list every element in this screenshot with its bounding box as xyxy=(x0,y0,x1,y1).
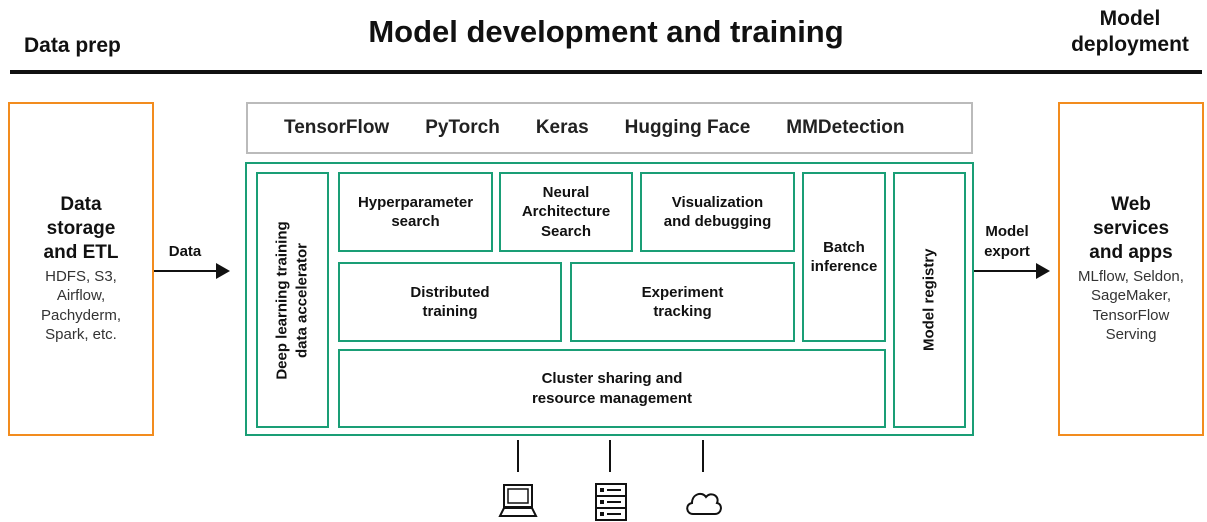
framework-hugging-face: Hugging Face xyxy=(624,117,751,138)
header-data-prep: Data prep xyxy=(24,34,121,57)
export-arrow-head xyxy=(1036,263,1050,279)
data-arrow-line xyxy=(154,270,218,272)
data-arrow-label: Data xyxy=(168,243,202,260)
model-registry-label: Model registry xyxy=(920,248,938,352)
data-storage-box: Data storage and ETL HDFS, S3, Airflow, … xyxy=(8,102,154,436)
server-connector xyxy=(609,440,611,472)
laptop-icon xyxy=(498,484,538,517)
data-arrow-head xyxy=(216,263,230,279)
framework-tensorflow: TensorFlow xyxy=(284,117,390,138)
data-accelerator-line2: data accelerator xyxy=(293,242,311,358)
framework-mmdetection: MMDetection xyxy=(786,117,905,138)
header-deployment-line1: Model xyxy=(1099,7,1161,30)
header-model-deployment: Model deployment xyxy=(1050,6,1207,57)
model-registry-cell: Model registry xyxy=(893,172,966,428)
platform-container: Deep learning training data accelerator … xyxy=(245,162,974,436)
data-accelerator-line1: Deep learning training xyxy=(274,220,292,380)
server-icon xyxy=(595,483,627,521)
laptop-connector xyxy=(517,440,519,472)
cloud-connector xyxy=(702,440,704,472)
frameworks-bar: TensorFlow PyTorch Keras Hugging Face MM… xyxy=(246,102,973,154)
web-services-box: Web services and apps MLflow, Seldon, Sa… xyxy=(1058,102,1204,436)
data-storage-tools: HDFS, S3, Airflow, Pachyderm, Spark, etc… xyxy=(40,267,122,344)
header-model-development: Model development and training xyxy=(368,14,844,49)
data-storage-title: Data storage and ETL xyxy=(43,194,119,263)
header-divider xyxy=(10,70,1202,74)
cloud-icon xyxy=(686,492,722,515)
export-arrow-line xyxy=(974,270,1038,272)
framework-pytorch: PyTorch xyxy=(425,117,500,138)
web-services-title: Web services and apps xyxy=(1089,194,1173,263)
data-accelerator-cell: Deep learning training data accelerator xyxy=(256,172,329,428)
header-deployment-line2: deployment xyxy=(1071,32,1189,56)
framework-keras: Keras xyxy=(535,117,589,138)
model-export-label: Model export xyxy=(984,223,1030,260)
web-services-tools: MLflow, Seldon, SageMaker, TensorFlow Se… xyxy=(1078,267,1184,344)
